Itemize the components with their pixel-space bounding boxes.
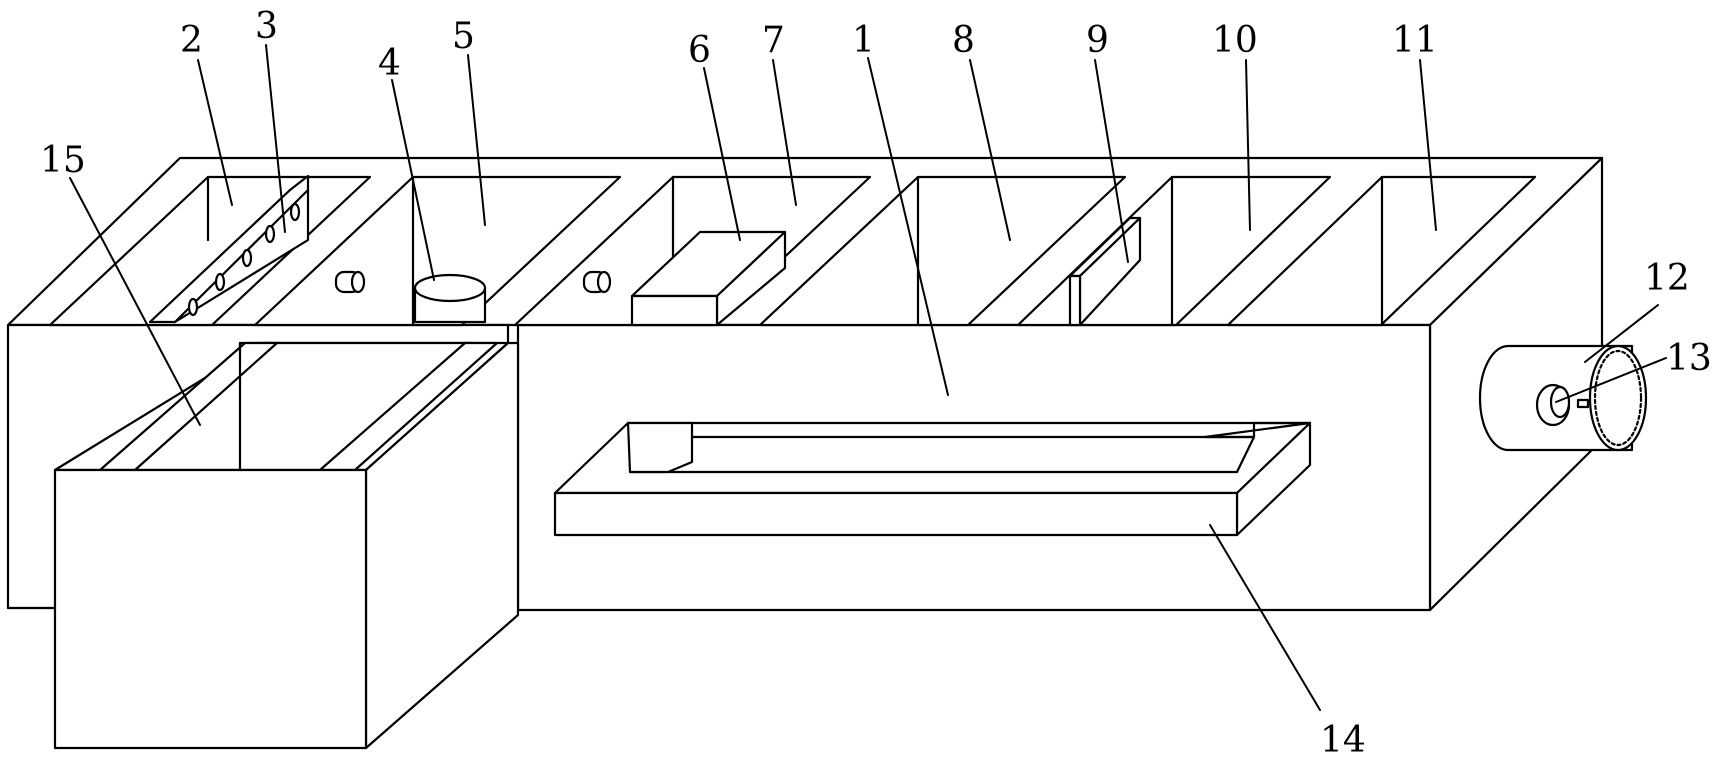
callout-8: 8 [952,20,975,61]
block-component [630,230,787,327]
callout-9: 9 [1086,20,1109,61]
compartment-8 [758,175,1127,327]
leader-5 [467,54,486,226]
leader-11 [1419,59,1437,231]
leader-9 [1094,59,1129,263]
leader-3 [265,44,286,233]
leader-12 [1584,304,1659,363]
callout-labels: 1 2 3 4 5 6 7 8 9 10 11 12 13 14 15 [40,6,1712,761]
leader-8 [969,59,1011,241]
side-cylinder [1478,344,1648,452]
handle [553,421,1312,537]
leader-4 [391,79,435,281]
leader-7 [772,59,797,206]
callout-12: 12 [1644,258,1690,299]
leader-lines [69,44,1667,711]
leader-2 [197,59,233,206]
pin-middle [582,270,612,294]
leader-15 [69,177,201,426]
leader-10 [1245,59,1251,231]
callout-4: 4 [378,43,401,84]
callout-7: 7 [762,20,785,61]
callout-1: 1 [852,20,875,61]
cylinder-component [413,273,487,324]
pin-left [334,270,366,294]
callout-13: 13 [1666,338,1712,379]
leader-14 [1209,524,1321,711]
callout-11: 11 [1392,20,1438,61]
callout-3: 3 [255,6,278,47]
front-drawer-box [53,341,520,750]
callout-15: 15 [40,140,86,181]
callout-2: 2 [180,20,203,61]
leader-13 [1555,357,1667,403]
callout-10: 10 [1212,20,1258,61]
leader-1 [867,57,949,396]
leader-6 [703,67,741,241]
perforated-plate [148,174,310,324]
callout-14: 14 [1320,720,1366,761]
callout-5: 5 [452,16,475,57]
callout-6: 6 [688,30,711,71]
